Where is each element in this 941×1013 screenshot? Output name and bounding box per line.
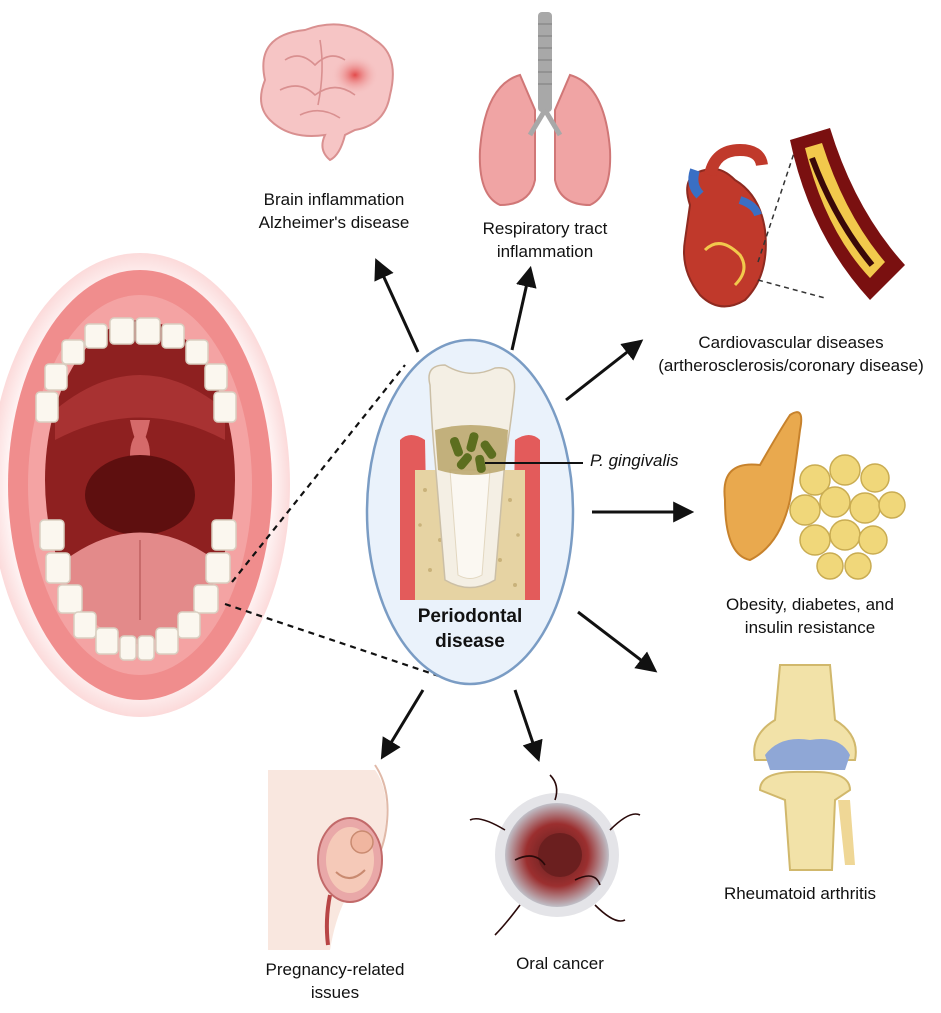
open-mouth-icon — [0, 253, 290, 717]
center-title: Periodontal disease — [395, 604, 545, 654]
zoom-line-heart-lower — [757, 279, 826, 299]
brain-label-line2: Alzheimer's disease — [258, 213, 410, 232]
knee-joint-icon — [753, 664, 857, 871]
arrow-to-brain — [374, 258, 420, 353]
metabolic-label-line1: Obesity, diabetes, and — [726, 595, 894, 614]
respiratory-label: Respiratory tract inflammation — [455, 217, 635, 263]
pregnancy-label: Pregnancy-related issues — [245, 958, 425, 1004]
zoom-line-heart-upper — [757, 149, 796, 263]
respiratory-label-line1: Respiratory tract — [482, 219, 608, 238]
arrow-to-arthritis — [577, 610, 658, 673]
bacteria-label: P. gingivalis — [590, 451, 679, 470]
arthritis-label-line1: Rheumatoid arthritis — [723, 884, 877, 903]
pregnancy-label-line2: issues — [310, 983, 360, 1002]
arrow-to-heart — [565, 339, 644, 402]
cardio-label-line2: (artherosclerosis/coronary disease) — [658, 356, 924, 375]
zoom-line-lower — [224, 602, 443, 679]
zoom-line-upper — [231, 364, 406, 583]
arrow-to-lungs — [510, 265, 537, 351]
heart-icon — [683, 143, 768, 308]
arrow-to-pregnancy — [380, 689, 425, 760]
arthritis-label: Rheumatoid arthritis — [700, 882, 900, 905]
tumor-icon — [469, 774, 641, 936]
artery-plaque-icon — [790, 128, 905, 300]
center-title-line2: disease — [435, 631, 505, 652]
cardio-label: Cardiovascular diseases (artherosclerosi… — [645, 331, 937, 377]
pancreas-fat-icon — [723, 411, 906, 580]
metabolic-label-line2: insulin resistance — [744, 618, 876, 637]
periodontal-tooth-icon — [365, 338, 575, 686]
cancer-label-line1: Oral cancer — [516, 954, 604, 973]
respiratory-label-line2: inflammation — [496, 242, 594, 261]
brain-icon — [260, 23, 394, 162]
metabolic-label: Obesity, diabetes, and insulin resistanc… — [700, 593, 920, 639]
cardio-label-line1: Cardiovascular diseases — [698, 333, 884, 352]
brain-label: Brain inflammation Alzheimer's disease — [234, 188, 434, 234]
pregnancy-icon — [268, 764, 389, 950]
cancer-label: Oral cancer — [490, 952, 630, 975]
brain-label-line1: Brain inflammation — [263, 190, 405, 209]
center-title-line1: Periodontal — [417, 606, 523, 627]
lungs-icon — [478, 12, 612, 207]
pregnancy-label-line1: Pregnancy-related — [265, 960, 405, 979]
arrow-to-cancer — [513, 689, 543, 762]
